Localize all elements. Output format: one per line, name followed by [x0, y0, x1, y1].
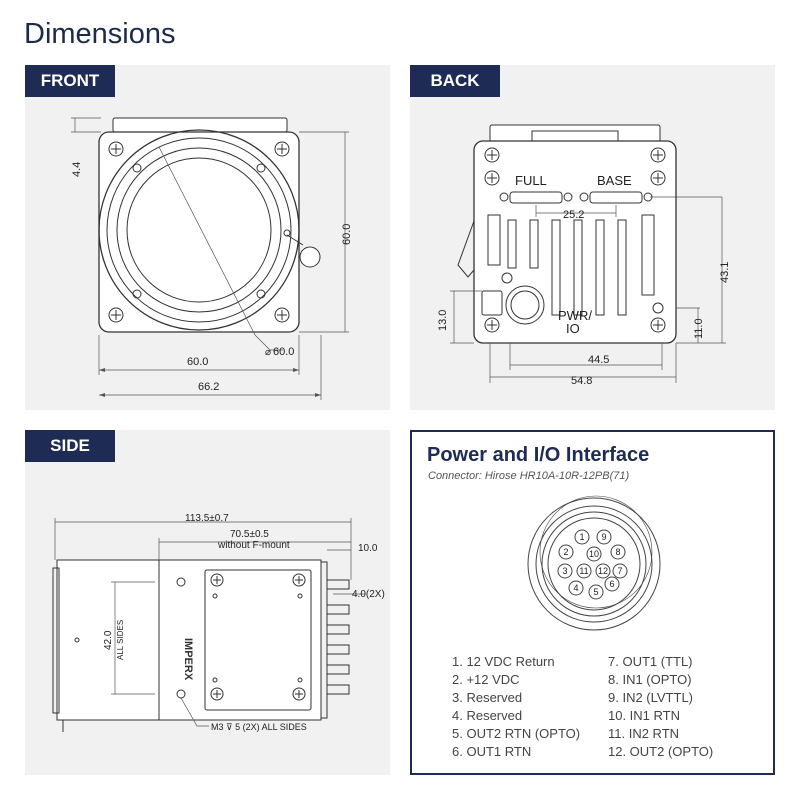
connector-pin-8: 8 — [615, 547, 620, 557]
dim-11-0: 11.0 — [693, 318, 705, 339]
dim-44-5: 44.5 — [588, 354, 609, 366]
pin-item: 9. IN2 (LVTTL) — [608, 690, 694, 705]
dim-54-8: 54.8 — [571, 375, 592, 387]
brand-logo: IMPERX — [182, 638, 194, 681]
dim-66-2: 66.2 — [198, 381, 219, 393]
pin-item: 6. OUT1 RTN — [452, 744, 532, 759]
pin-item: 12. OUT2 (OPTO) — [608, 744, 714, 759]
back-view-drawing: FULL BASE PWR/ IO 25.2 43.1 13.0 11.0 44… — [437, 124, 731, 387]
side-label: SIDE — [25, 430, 115, 462]
connector-pin-6: 6 — [609, 579, 614, 589]
connector-pinout-diagram: 1 2 3 4 5 6 7 8 9 10 11 12 — [527, 495, 661, 631]
connector-pin-9: 9 — [601, 532, 606, 542]
pin-item: 2. +12 VDC — [452, 672, 520, 687]
dim-113-5: 113.5±0.7 — [185, 513, 229, 524]
power-io-panel: Power and I/O Interface Connector: Hiros… — [410, 430, 775, 775]
side-view-drawing: IMPERX 113.5±0.7 70.5±0.5 without F-moun… — [52, 513, 385, 732]
pin-item: 1. 12 VDC Return — [452, 654, 555, 669]
side-view-panel: SIDE IMPERX — [25, 430, 390, 775]
m3-thread-note: M3 ⊽ 5 (2X) ALL SIDES — [211, 722, 307, 732]
connector-pin-10: 10 — [589, 549, 599, 559]
dim-25-2: 25.2 — [563, 209, 584, 221]
connector-pin-2: 2 — [563, 547, 568, 557]
without-f-mount-note: without F-mount — [217, 540, 290, 551]
back-view-panel: BACK — [410, 65, 775, 410]
front-view-panel: FRONT 4.4 60.0 — [25, 65, 390, 410]
diameter-symbol: ⌀ — [265, 347, 271, 358]
full-port-label: FULL — [515, 173, 547, 188]
dim-13-0: 13.0 — [437, 310, 449, 331]
dim-60-0-horizontal: 60.0 — [187, 356, 208, 368]
connector-pin-1: 1 — [579, 532, 584, 542]
dim-43-1: 43.1 — [719, 262, 731, 283]
front-view-drawing: 4.4 60.0 ⌀ 60.0 60.0 66.2 — [71, 117, 353, 400]
connector-pin-4: 4 — [573, 583, 578, 593]
pwr-io-label-2: IO — [566, 321, 580, 336]
connector-pin-12: 12 — [598, 566, 608, 576]
dim-70-5: 70.5±0.5 — [230, 529, 269, 540]
pin-item: 10. IN1 RTN — [608, 708, 681, 723]
connector-pin-11: 11 — [579, 566, 588, 576]
dim-42-0: 42.0 — [103, 630, 114, 650]
connector-pin-5: 5 — [593, 587, 598, 597]
all-sides-note: ALL SIDES — [116, 620, 125, 660]
pin-item: 5. OUT2 RTN (OPTO) — [452, 726, 581, 741]
front-label: FRONT — [25, 65, 115, 97]
pin-item: 3. Reserved — [452, 690, 523, 705]
pin-item: 11. IN2 RTN — [608, 726, 680, 741]
connector-pin-3: 3 — [562, 566, 567, 576]
power-io-title: Power and I/O Interface — [427, 444, 650, 466]
pin-item: 8. IN1 (OPTO) — [608, 672, 692, 687]
dim-4-0-2x: 4.0(2X) — [352, 589, 385, 600]
back-label: BACK — [410, 65, 500, 97]
dim-60-0-vertical: 60.0 — [341, 224, 353, 245]
dim-10-0: 10.0 — [358, 543, 378, 554]
page-title: Dimensions — [24, 18, 176, 50]
pin-item: 4. Reserved — [452, 708, 523, 723]
pwr-io-label-1: PWR/ — [558, 308, 592, 323]
connector-part-number: Connector: Hirose HR10A-10R-12PB(71) — [428, 470, 630, 482]
connector-pin-7: 7 — [617, 566, 622, 576]
dim-4-4: 4.4 — [71, 162, 83, 177]
pin-item: 7. OUT1 (TTL) — [608, 654, 693, 669]
dim-diameter-60-0: 60.0 — [273, 346, 294, 358]
base-port-label: BASE — [597, 173, 632, 188]
